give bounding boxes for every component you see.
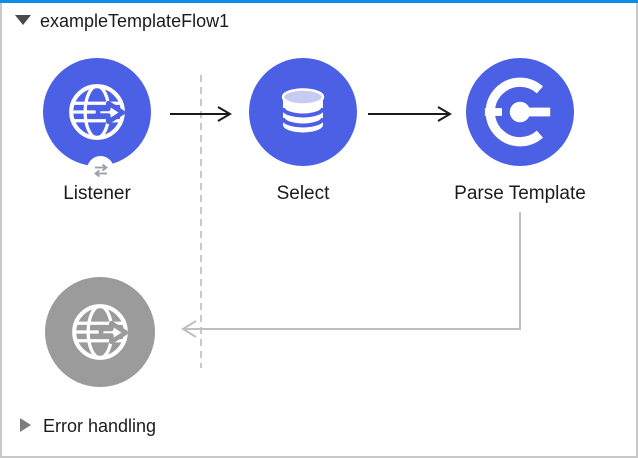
node-select[interactable]: [249, 58, 357, 166]
database-icon: [281, 88, 325, 133]
canvas-border-left: [0, 3, 2, 458]
node-listener[interactable]: [43, 58, 151, 183]
arrowhead-listener-to-select: [217, 106, 232, 122]
flow-title: exampleTemplateFlow1: [40, 11, 230, 31]
exchange-badge: [87, 156, 114, 183]
canvas-border-right: [636, 3, 638, 458]
arrowhead-select-to-parse: [437, 106, 452, 122]
gray-elbow-connector: [184, 212, 521, 330]
node-parse-template[interactable]: [466, 58, 574, 166]
core-component-icon: [484, 77, 551, 147]
collapse-flow-triangle-icon[interactable]: [15, 15, 31, 25]
expand-error-handling-triangle-icon[interactable]: [20, 418, 31, 432]
flow-selection-bar: [0, 0, 638, 3]
error-handling-label: Error handling: [43, 416, 157, 436]
http-response-globe-icon: [72, 304, 129, 360]
node-response-disabled[interactable]: [45, 277, 155, 387]
swap-arrows-icon: [93, 163, 108, 177]
node-label-parse-template: Parse Template: [454, 183, 586, 204]
node-label-listener: Listener: [63, 183, 131, 204]
arrowhead-gray-connector: [181, 320, 197, 338]
http-listener-globe-icon: [69, 84, 126, 140]
canvas-border-bottom: [0, 456, 638, 458]
node-label-select: Select: [276, 183, 330, 204]
